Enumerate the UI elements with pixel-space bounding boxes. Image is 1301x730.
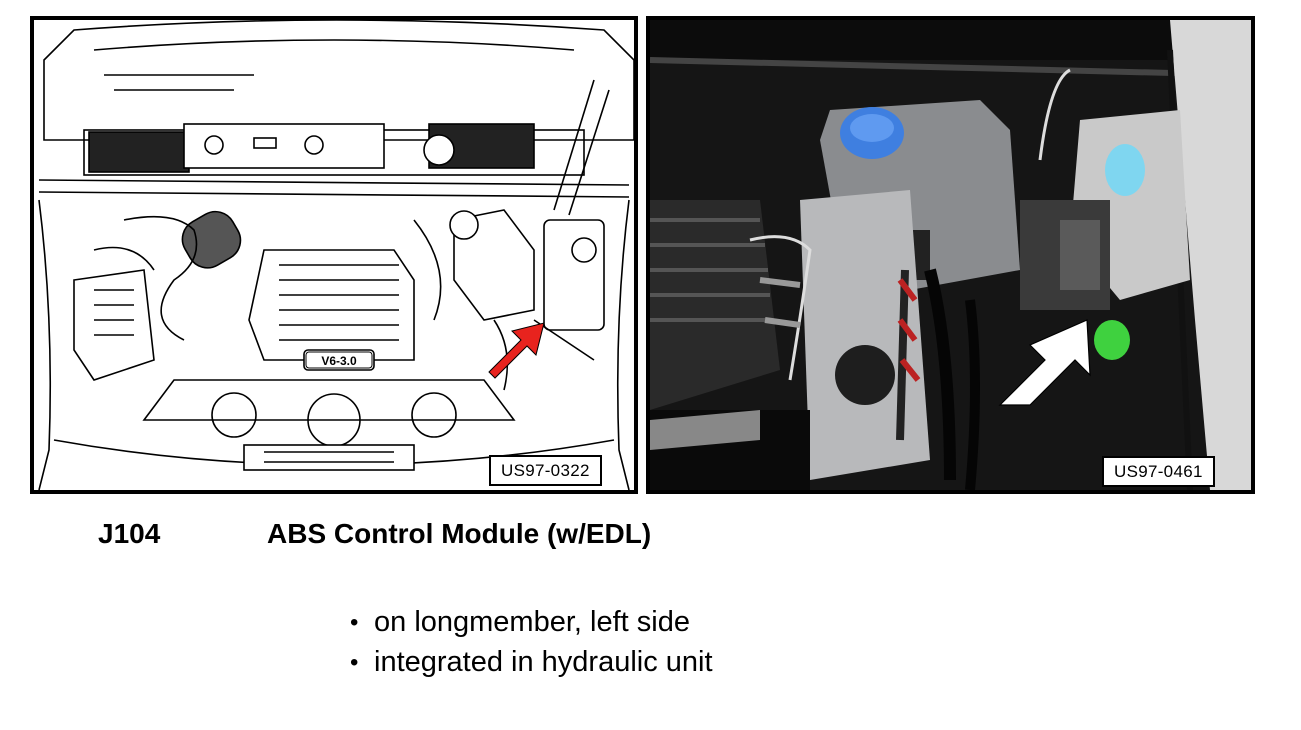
red-arrow-icon (488, 322, 545, 379)
engine-badge: V6-3.0 (305, 351, 373, 369)
engine-photo-art (650, 20, 1251, 490)
bullet-icon: • (350, 649, 359, 676)
engine-photo: US97-0461 (646, 16, 1255, 494)
list-item: • integrated in hydraulic unit (350, 644, 713, 684)
white-arrow-icon (998, 319, 1091, 406)
bullet-text: integrated in hydraulic unit (374, 646, 713, 678)
bullet-text: on longmember, left side (374, 606, 690, 638)
bullet-list: • on longmember, left side • integrated in… (350, 604, 713, 684)
component-code: J104 (98, 518, 161, 549)
engine-line-drawing: V6-3.0 US97-0322 (30, 16, 638, 494)
component-name: ABS Control Module (w/EDL) (267, 518, 652, 549)
list-item: • on longmember, left side (350, 604, 713, 644)
svg-text:V6-3.0: V6-3.0 (321, 354, 357, 368)
figure-id-left: US97-0322 (489, 455, 602, 486)
engine-line-drawing-art: V6-3.0 (38, 20, 634, 490)
figure-id-right: US97-0461 (1102, 456, 1215, 487)
bullet-icon: • (350, 609, 359, 636)
